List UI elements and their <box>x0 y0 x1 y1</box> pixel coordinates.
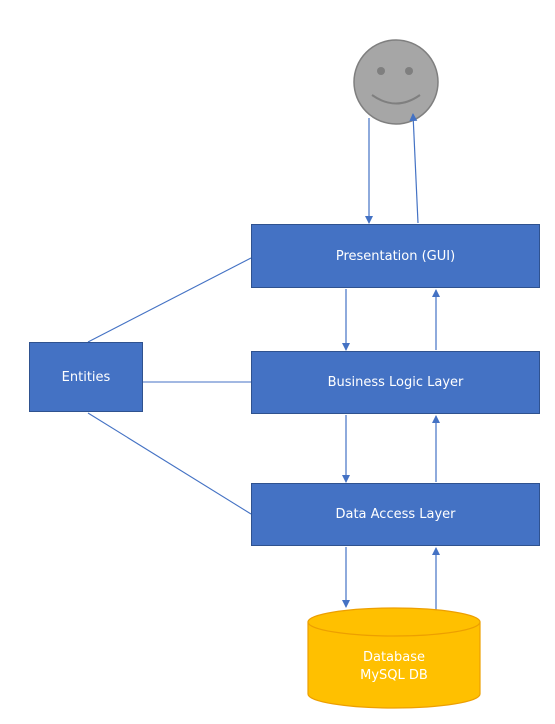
arrow-presentation-to-user <box>409 113 419 224</box>
user-smiley-icon <box>353 39 439 125</box>
database-cylinder-icon <box>307 607 481 709</box>
data-access-label: Data Access Layer <box>335 507 456 522</box>
smile <box>371 94 421 105</box>
database-label-line1: Database <box>362 650 426 665</box>
business-logic-layer-box: Business Logic Layer <box>251 351 540 414</box>
left-eye <box>377 67 385 75</box>
connector-entities-dataaccess <box>87 412 252 515</box>
connector-entities-presentation <box>87 257 252 343</box>
right-eye <box>405 67 413 75</box>
presentation-layer-box: Presentation (GUI) <box>251 224 540 288</box>
data-access-layer-box: Data Access Layer <box>251 483 540 546</box>
entities-box: Entities <box>29 342 143 412</box>
entities-label: Entities <box>61 369 111 385</box>
presentation-label: Presentation (GUI) <box>335 248 456 264</box>
business-label: Business Logic Layer <box>327 375 464 390</box>
database-label-line2: MySQL DB <box>360 668 428 683</box>
